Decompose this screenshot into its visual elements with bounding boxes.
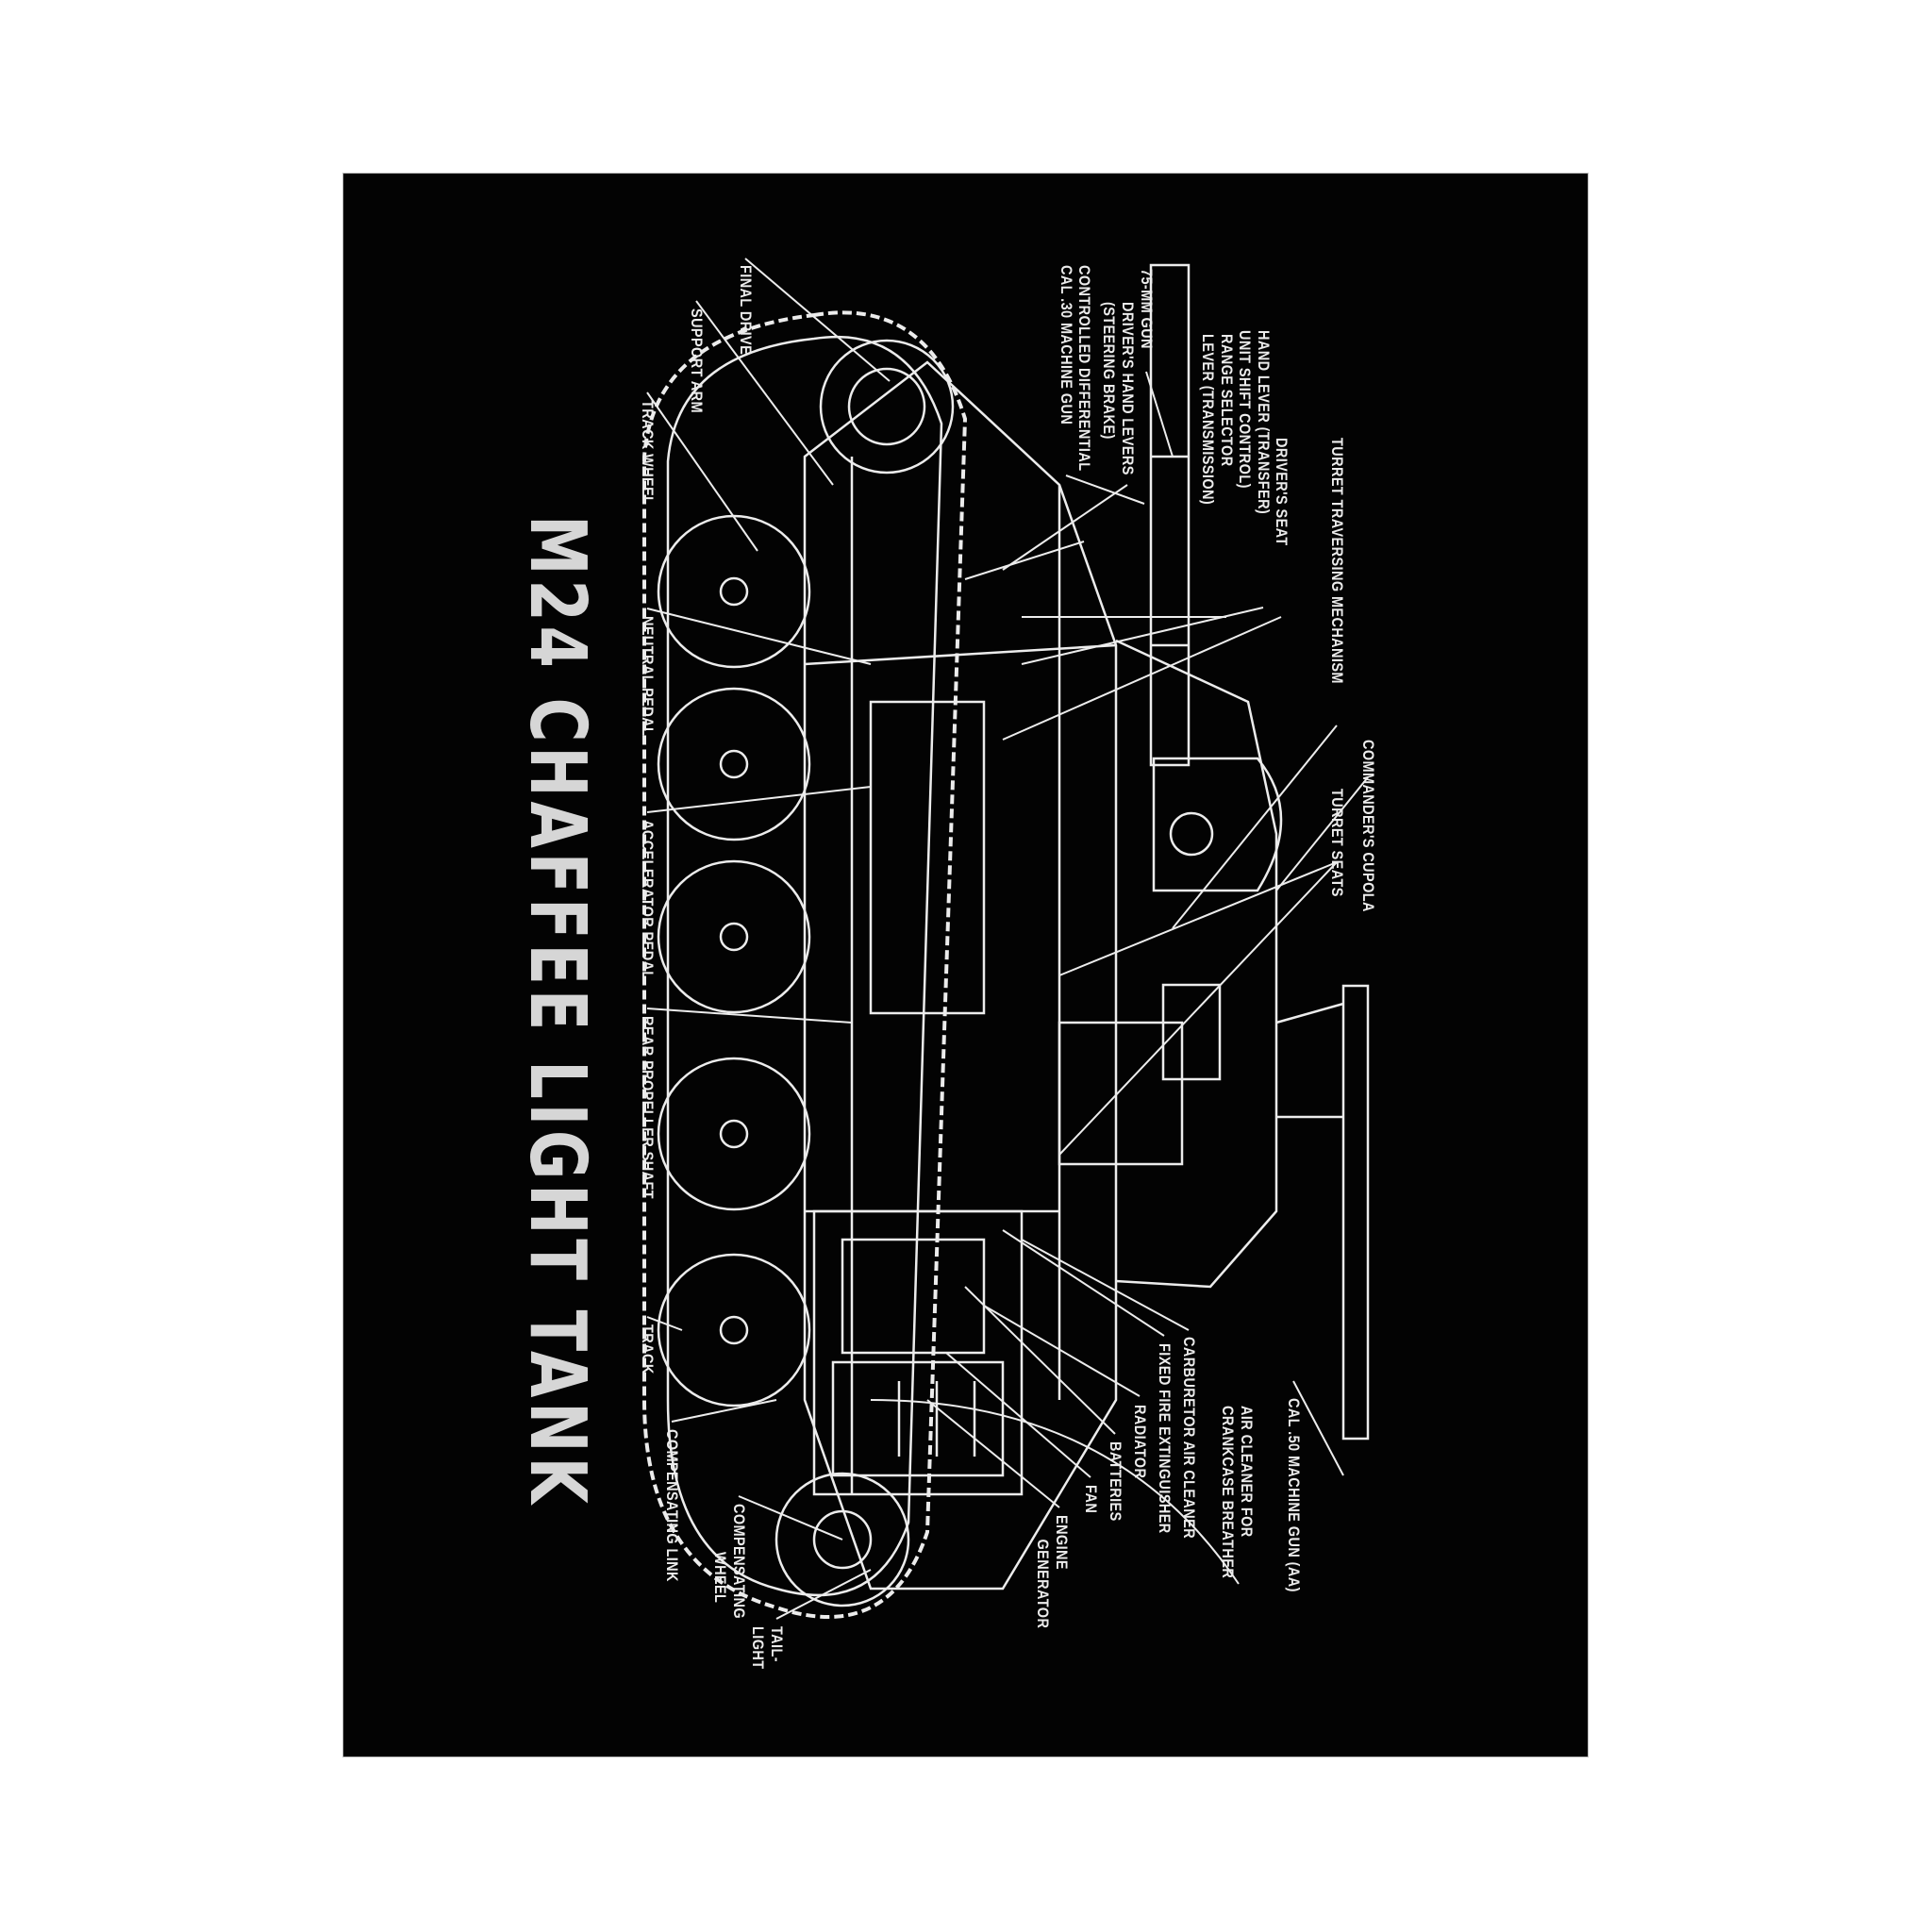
label-tail-light: TAIL-LIGHT	[748, 1626, 786, 1669]
label-75mm-gun: 75-MM GUN	[1138, 269, 1156, 349]
label-line: LIGHT	[749, 1626, 767, 1670]
label-line: LEVER (TRANSMISSION)	[1199, 334, 1217, 506]
label-line: GENERATOR	[1034, 1539, 1052, 1629]
poster-title: M24 CHAFFEE LIGHT TANK	[512, 515, 602, 1508]
tank-cutaway-drawing	[642, 258, 1370, 1620]
label-controlled-differential: CONTROLLED DIFFERENTIAL	[1075, 265, 1093, 472]
label-cal50-machine-gun: CAL .50 MACHINE GUN (AA)	[1285, 1398, 1303, 1592]
label-line: UNIT SHIFT CONTROL)	[1236, 330, 1254, 489]
label-rear-propeller-shaft: REAR PROPELLER SHAFT	[639, 1016, 657, 1199]
label-final-drive: FINAL DRIVE	[737, 265, 755, 356]
label-drivers-hand-levers: DRIVER'S HAND LEVERS(STEERING BRAKE)	[1099, 302, 1137, 475]
label-hand-lever: HAND LEVER (TRANSFER)UNIT SHIFT CONTROL)	[1235, 330, 1273, 514]
tank-diagram: M24 CHAFFEE LIGHT TANK TURRET TRAVERSING…	[343, 174, 1588, 1757]
label-drivers-seat: DRIVER'S SEAT	[1273, 438, 1291, 546]
label-neutral-pedal: NEUTRAL PEDAL	[639, 616, 657, 737]
label-fan: FAN	[1082, 1485, 1100, 1514]
label-carburetor-air-cleaner: CARBURETOR AIR CLEANER	[1180, 1337, 1198, 1540]
label-line: COMPENSATING	[730, 1504, 748, 1620]
track	[642, 310, 968, 1619]
hull	[803, 360, 1118, 1591]
label-track-wheel: TRACK WHEEL	[639, 400, 657, 506]
poster-background	[343, 174, 1588, 1757]
aa-machine-gun	[1275, 984, 1370, 1441]
label-track: TRACK	[639, 1324, 657, 1374]
label-turret-traversing-mechanism: TURRET TRAVERSING MECHANISM	[1328, 438, 1346, 684]
label-line: TAIL-	[768, 1626, 786, 1662]
leader-lines	[646, 258, 1369, 1620]
label-line: (STEERING BRAKE)	[1100, 302, 1118, 440]
label-support-arm: SUPPORT ARM	[688, 308, 706, 413]
label-line: DRIVER'S HAND LEVERS	[1119, 302, 1137, 475]
label-commanders-cupola: COMMANDER'S CUPOLA	[1359, 740, 1377, 912]
turret	[1058, 639, 1283, 1289]
label-line: ENGINE	[1053, 1515, 1071, 1570]
label-turret-seats: TURRET SEATS	[1328, 789, 1346, 897]
label-line: CRANKCASE BREATHER	[1219, 1406, 1237, 1579]
label-line: WHEEL	[711, 1552, 729, 1604]
label-batteries: BATTERIES	[1107, 1441, 1124, 1522]
label-accelerator-pedal: ACCELERATOR PEDAL	[639, 820, 657, 980]
label-line: AIR CLEANER FOR	[1238, 1406, 1256, 1538]
label-cal30-machine-gun: CAL .30 MACHINE GUN	[1058, 265, 1075, 425]
label-compensating-link: COMPENSATING LINK	[663, 1429, 681, 1582]
label-line: RANGE SELECTOR	[1218, 334, 1236, 467]
main-gun	[1149, 263, 1191, 767]
label-radiator: RADIATOR	[1131, 1405, 1149, 1479]
label-fire-extinguisher: FIXED FIRE EXTINGUISHER	[1156, 1343, 1174, 1534]
label-line: HAND LEVER (TRANSFER)	[1255, 330, 1273, 515]
